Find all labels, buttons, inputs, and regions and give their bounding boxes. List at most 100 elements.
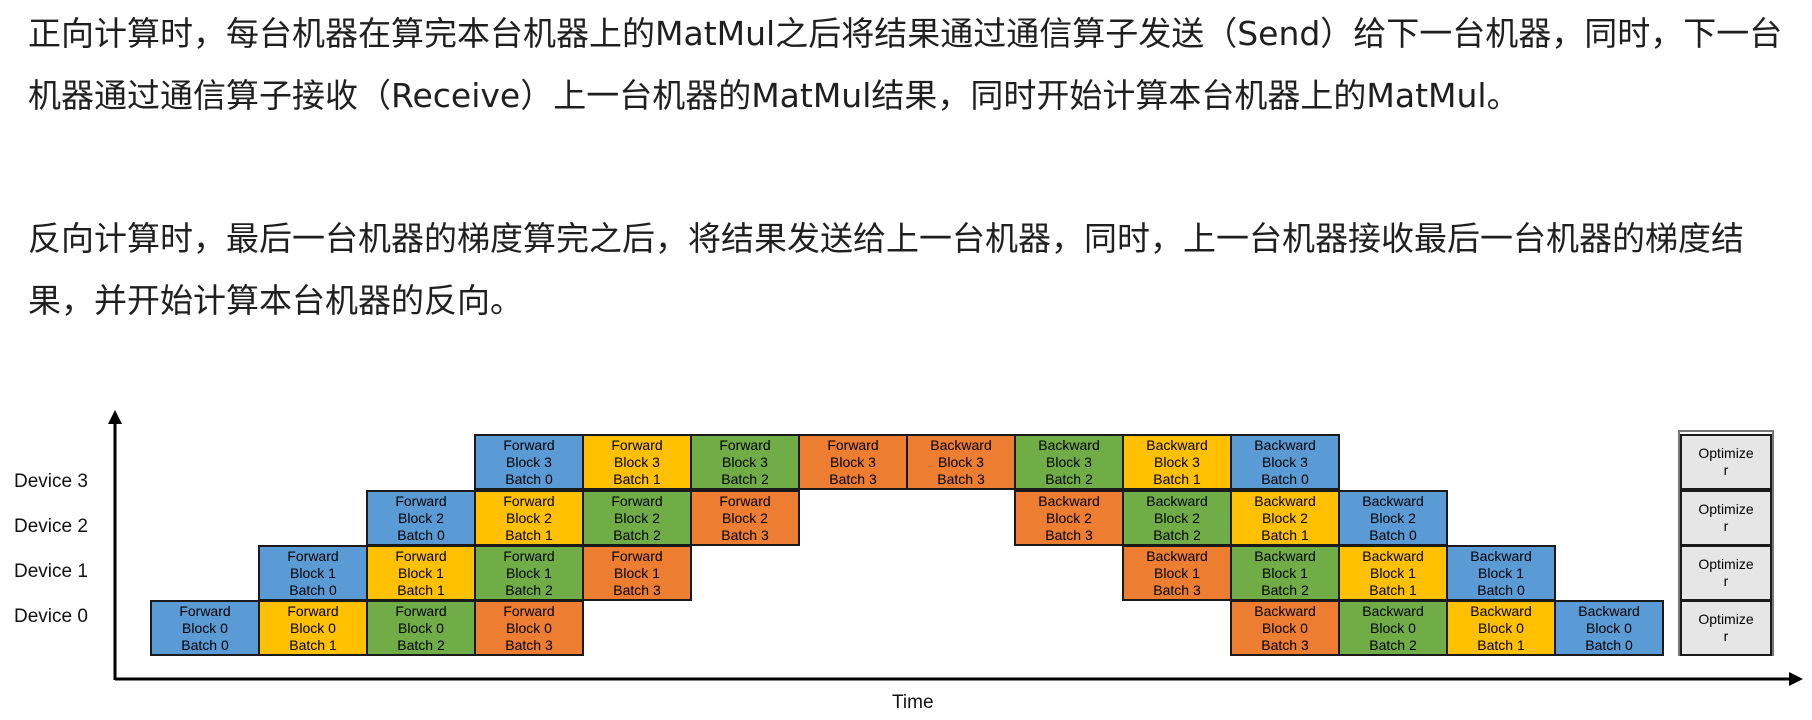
cell-line: Block 0	[506, 619, 552, 636]
cell-line: Backward	[1254, 436, 1316, 453]
cell-line: Batch 1	[1477, 636, 1525, 653]
cell-line: Batch 3	[1045, 526, 1093, 543]
cell-line: Batch 1	[505, 526, 553, 543]
cell-line: Forward	[287, 547, 339, 564]
x-axis-arrow	[1789, 672, 1803, 686]
cell-line: Block 1	[1154, 564, 1200, 581]
cell-line: Forward	[395, 602, 447, 619]
cell-line: Block 0	[1586, 619, 1632, 636]
cell-line: Batch 0	[181, 636, 229, 653]
cell-line: Forward	[611, 436, 663, 453]
paragraph-backward: 反向计算时，最后一台机器的梯度算完之后，将结果发送给上一台机器，同时，上一台机器…	[28, 219, 1744, 320]
cell-line: Batch 0	[1477, 581, 1525, 598]
cell-line: Forward	[827, 436, 879, 453]
time-axis-label: Time	[892, 692, 934, 713]
paragraph-forward: 正向计算时，每台机器在算完本台机器上的MatMul之后将结果通过通信算子发送（S…	[28, 14, 1783, 115]
cell-line: Backward	[1362, 492, 1424, 509]
cell-line: Forward	[719, 492, 771, 509]
cell-line: Batch 2	[1261, 581, 1309, 598]
cell-line: Batch 3	[721, 526, 769, 543]
optimizer-label-line2: r	[1723, 573, 1729, 589]
optimizer-label-line1: Optimize	[1698, 445, 1754, 461]
cell-line: Block 1	[290, 564, 336, 581]
cell-line: Block 0	[1262, 619, 1308, 636]
cell-line: Backward	[930, 436, 992, 453]
cell-line: Batch 2	[613, 526, 661, 543]
cell-line: Batch 1	[397, 581, 445, 598]
cell-line: Block 1	[614, 564, 660, 581]
cell-line: Block 0	[1370, 619, 1416, 636]
cell-line: Block 0	[182, 619, 228, 636]
cell-line: Forward	[503, 602, 555, 619]
cell-line: Batch 3	[1261, 636, 1309, 653]
cell-line: Batch 2	[505, 581, 553, 598]
cell-line: Batch 3	[613, 581, 661, 598]
cell-line: Batch 3	[829, 470, 877, 487]
optimizer-label-line1: Optimize	[1698, 556, 1754, 572]
cell-line: Backward	[1146, 547, 1208, 564]
cell-line: Forward	[179, 602, 231, 619]
cell-line: Backward	[1470, 547, 1532, 564]
cell-line: Block 2	[398, 509, 444, 526]
cell-line: Block 0	[1478, 619, 1524, 636]
optimizer-label-line2: r	[1723, 628, 1729, 644]
cell-line: Batch 2	[397, 636, 445, 653]
cell-line: Block 2	[1370, 509, 1416, 526]
y-axis-arrow	[108, 410, 122, 424]
cell-line: Block 0	[398, 619, 444, 636]
cell-line: Batch 0	[1261, 470, 1309, 487]
cell-line: Forward	[287, 602, 339, 619]
cell-line: Backward	[1038, 436, 1100, 453]
device-label-3: Device 3	[14, 471, 88, 492]
cell-line: Forward	[611, 492, 663, 509]
cell-line: Batch 3	[937, 470, 985, 487]
cell-line: Batch 3	[505, 636, 553, 653]
cell-line: Block 3	[722, 453, 768, 470]
cell-line: Block 3	[1154, 453, 1200, 470]
cell-line: Block 1	[506, 564, 552, 581]
cell-line: Forward	[503, 492, 555, 509]
cell-line: Backward	[1254, 492, 1316, 509]
cell-line: Batch 1	[613, 470, 661, 487]
cell-line: Forward	[395, 492, 447, 509]
cell-line: Block 3	[938, 453, 984, 470]
cell-line: Block 2	[1262, 509, 1308, 526]
cell-line: Block 2	[1046, 509, 1092, 526]
cell-line: Batch 1	[289, 636, 337, 653]
cell-line: Backward	[1038, 492, 1100, 509]
cell-line: Block 2	[1154, 509, 1200, 526]
cell-line: Forward	[503, 547, 555, 564]
optimizer-label-line1: Optimize	[1698, 501, 1754, 517]
cell-line: Batch 2	[1045, 470, 1093, 487]
